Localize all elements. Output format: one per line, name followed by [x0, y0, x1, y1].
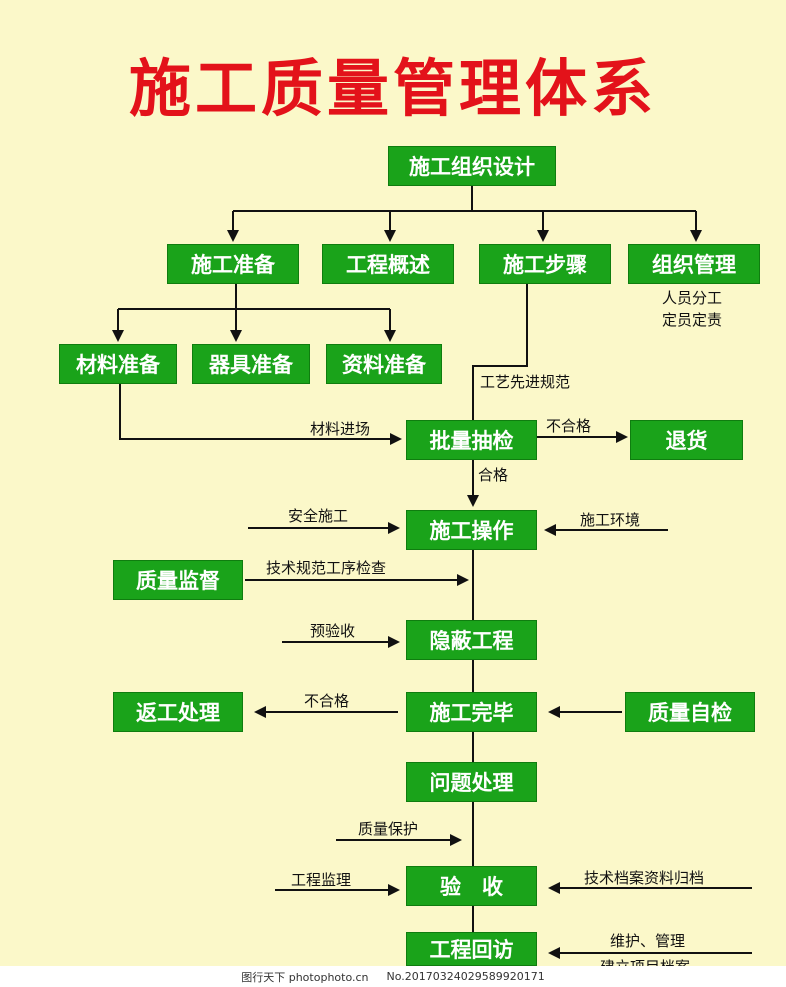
node-quality-supervision: 质量监督: [113, 560, 243, 600]
label-staff-2: 定员定责: [662, 311, 723, 329]
label-supervision: 工程监理: [291, 871, 352, 889]
node-org-design: 施工组织设计: [388, 146, 556, 186]
node-org-mgmt: 组织管理: [628, 244, 760, 284]
node-steps: 施工步骤: [479, 244, 611, 284]
node-revisit: 工程回访: [406, 932, 537, 966]
arrow-material-in: [119, 384, 402, 445]
label-staff-1: 人员分工: [662, 289, 723, 307]
watermark-number: No.20170324029589920171: [386, 970, 545, 983]
label-unqualified-1: 不合格: [546, 417, 592, 435]
node-acceptance: 验 收: [406, 866, 537, 906]
label-archive: 技术档案资料归档: [584, 869, 705, 887]
node-concealed-work: 隐蔽工程: [406, 620, 537, 660]
node-operation: 施工操作: [406, 510, 537, 550]
label-qualified: 合格: [478, 466, 509, 484]
line-steps-down: [472, 283, 528, 420]
node-completion: 施工完毕: [406, 692, 537, 732]
node-batch-check: 批量抽检: [406, 420, 537, 460]
label-material-in: 材料进场: [310, 420, 371, 438]
label-unqualified-2: 不合格: [304, 692, 350, 710]
watermark-site: 图行天下 photophoto.cn: [241, 970, 369, 984]
diagram-title: 施工质量管理体系: [128, 52, 657, 125]
label-maintain: 维护、管理: [610, 932, 686, 950]
label-safe-construction: 安全施工: [288, 507, 349, 525]
node-rework: 返工处理: [113, 692, 243, 732]
label-tech-spec: 技术规范工序检查: [266, 559, 387, 577]
node-problem-handling: 问题处理: [406, 762, 537, 802]
node-prep: 施工准备: [167, 244, 299, 284]
node-self-check: 质量自检: [625, 692, 755, 732]
label-environment: 施工环境: [580, 511, 641, 529]
node-overview: 工程概述: [322, 244, 454, 284]
watermark-bar: 图行天下 photophoto.cn No.201703240295899201…: [0, 966, 786, 987]
node-material-prep: 材料准备: [59, 344, 177, 384]
label-process: 工艺先进规范: [480, 373, 571, 391]
label-quality-protection: 质量保护: [358, 820, 419, 838]
node-return-goods: 退货: [630, 420, 743, 460]
node-tool-prep: 器具准备: [192, 344, 310, 384]
label-pre-acceptance: 预验收: [310, 622, 356, 640]
node-doc-prep: 资料准备: [326, 344, 442, 384]
